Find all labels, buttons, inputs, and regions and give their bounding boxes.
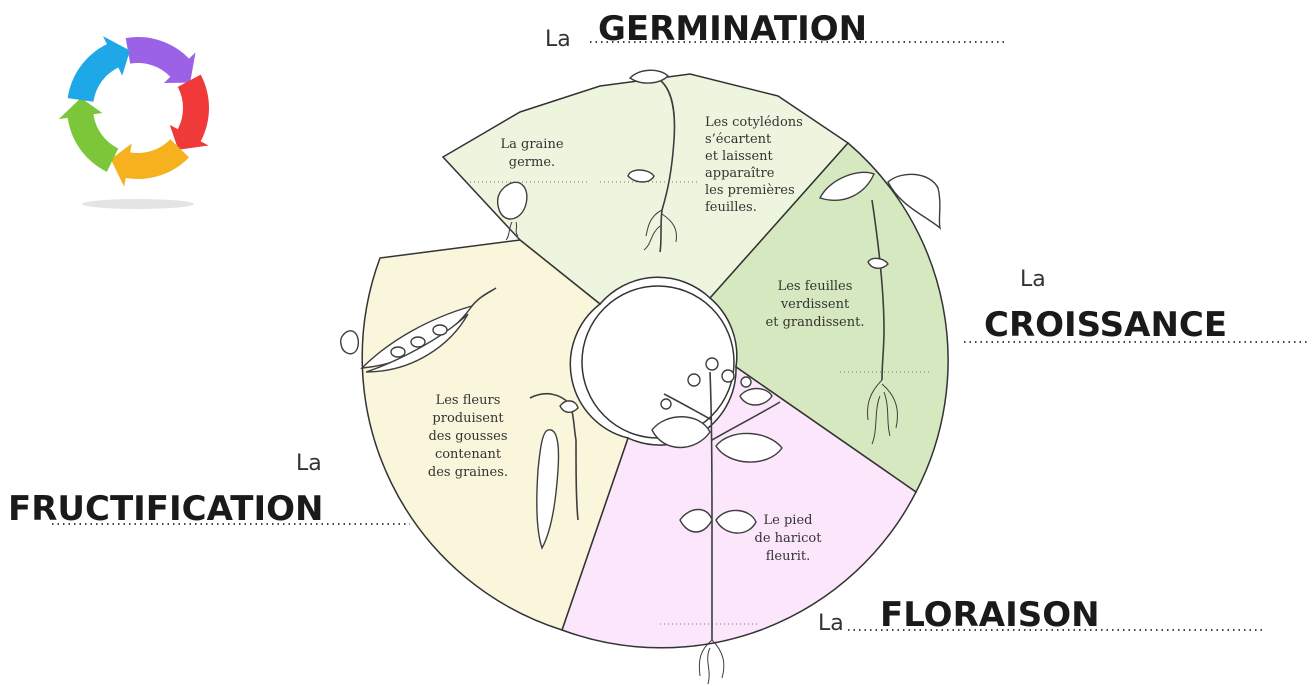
cycle-arrow-segment <box>68 36 130 102</box>
text-line: les premières <box>705 183 795 198</box>
cycle-arrow-segment <box>126 37 196 83</box>
cycle-arrow-segment <box>59 98 118 172</box>
label-germination-article: La <box>545 27 571 52</box>
text-line: La graine <box>500 137 563 152</box>
fructification-text: Les fleurs produisent des gousses contenant… <box>428 393 508 480</box>
text-line: verdissent <box>780 297 850 312</box>
text-line: fleurit. <box>766 549 810 564</box>
cycle-arrow-segment <box>170 75 209 150</box>
label-floraison-title: FLORAISON <box>880 595 1100 635</box>
text-line: apparaître <box>705 166 775 181</box>
label-fructification-title: FRUCTIFICATION <box>8 489 324 529</box>
text-line: des graines. <box>428 465 508 480</box>
label-fructification-article: La <box>296 451 322 476</box>
text-line: Les feuilles <box>778 279 853 294</box>
label-germination: La GERMINATION <box>545 9 1008 52</box>
text-line: Les fleurs <box>436 393 501 408</box>
life-cycle-wheel <box>362 74 948 648</box>
label-croissance-article: La <box>1020 267 1046 292</box>
text-line: s’écartent <box>705 132 772 147</box>
text-line: des gousses <box>428 429 507 444</box>
label-floraison: La FLORAISON <box>818 595 1266 636</box>
text-line: contenant <box>435 447 502 462</box>
text-line: et grandissent. <box>766 315 865 330</box>
text-line: feuilles. <box>705 200 757 215</box>
text-line: produisent <box>432 411 504 426</box>
text-line: Le pied <box>764 513 813 528</box>
label-croissance-title: CROISSANCE <box>984 305 1227 345</box>
label-fructification: La FRUCTIFICATION <box>8 451 410 529</box>
text-line: Les cotylédons <box>705 115 803 130</box>
text-line: de haricot <box>755 531 823 546</box>
text-line: germe. <box>509 155 555 170</box>
label-floraison-article: La <box>818 611 844 636</box>
label-croissance: La CROISSANCE <box>964 267 1310 345</box>
cycle-arrow-segment <box>111 139 189 187</box>
text-line: et laissent <box>705 149 774 164</box>
cycle-arrows-icon <box>59 36 209 209</box>
